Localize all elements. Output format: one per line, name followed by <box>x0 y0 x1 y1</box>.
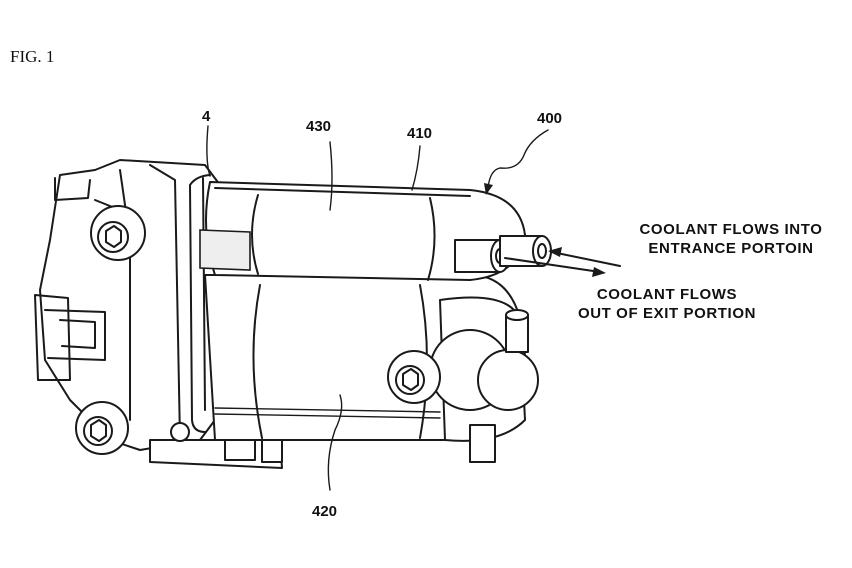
leader-lines <box>206 125 549 491</box>
end-cap <box>429 296 539 463</box>
inflow-note-line2: ENTRANCE PORTOIN <box>648 240 814 257</box>
coolant-pipes <box>454 235 552 273</box>
inflow-note: COOLANT FLOWS INTO ENTRANCE PORTOIN <box>618 220 844 258</box>
outflow-arrow <box>504 257 606 277</box>
ref-400: 400 <box>537 110 563 127</box>
inflow-note-line1: COOLANT FLOWS INTO <box>639 221 823 238</box>
figure-label: FIG. 1 <box>10 47 55 66</box>
ref-430: 430 <box>306 118 332 135</box>
outflow-note-line2: OUT OF EXIT PORTION <box>577 305 757 322</box>
bottom-fittings <box>149 422 283 469</box>
bolt-right <box>387 350 441 404</box>
ref-420: 420 <box>312 503 338 520</box>
outflow-note: COOLANT FLOWS OUT OF EXIT PORTION <box>555 285 779 323</box>
ref-410: 410 <box>407 125 433 142</box>
outflow-note-line1: COOLANT FLOWS <box>596 286 738 303</box>
inflow-arrow <box>548 247 621 267</box>
bolt-top-left <box>90 205 146 261</box>
clamp-strap <box>189 174 211 433</box>
bolt-bottom-left <box>75 401 129 455</box>
ref-4: 4 <box>202 108 211 125</box>
